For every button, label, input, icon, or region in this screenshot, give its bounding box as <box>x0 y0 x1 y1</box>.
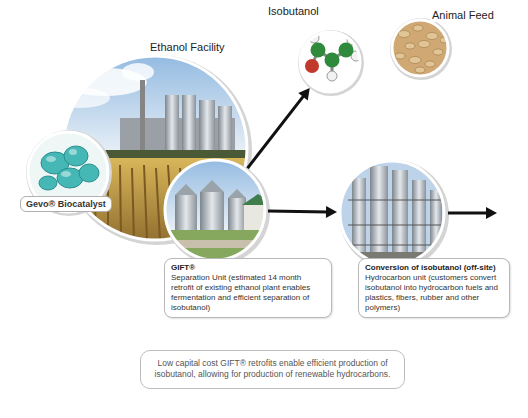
box-heading: Conversion of isobutanol (off-site) <box>365 263 503 273</box>
photo-node: Animal Feed <box>388 4 510 80</box>
box-text: Gevo® Biocatalyst <box>26 199 106 209</box>
arrow-head <box>326 206 337 218</box>
circle-heading: Ethanol Facility <box>148 40 227 54</box>
photo-node: Gevo® Biocatalyst <box>14 130 138 212</box>
circle-heading: Animal Feed <box>430 8 496 22</box>
text-box: GIFT®Separation Unit (estimated 14 month… <box>164 258 332 318</box>
circle-heading: Isobutanol <box>266 4 321 18</box>
arrow-line <box>268 211 328 212</box>
box-text: Hydrocarbon unit (customers convert isob… <box>365 273 503 313</box>
box-heading: GIFT® <box>171 263 325 273</box>
flow-arrow <box>248 88 310 168</box>
text-box: Conversion of isobutanol (off-site)Hydro… <box>358 258 510 318</box>
arrow-line <box>248 95 305 168</box>
photo-node: Conversion of isobutanol (off-site)Hydro… <box>336 158 512 318</box>
photo-node: GIFT®Separation Unit (estimated 14 month… <box>160 158 336 318</box>
box-text: Separation Unit (estimated 14 month retr… <box>171 273 325 313</box>
flow-arrow <box>268 206 337 218</box>
caption-box: Low capital cost GIFT® retrofits enable … <box>140 350 405 389</box>
arrow-head <box>298 88 309 100</box>
label-tag: Gevo® Biocatalyst <box>20 196 112 212</box>
photo-node: Isobutanol <box>262 4 362 96</box>
